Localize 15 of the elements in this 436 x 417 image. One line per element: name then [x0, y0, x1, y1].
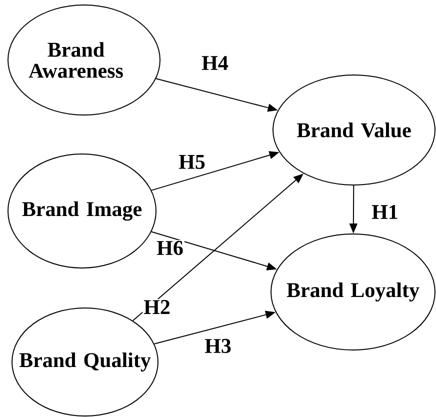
- construct-ellipse: [272, 74, 436, 186]
- construct-ellipse: [270, 234, 436, 350]
- construct-label: Brand Loyalty: [286, 282, 420, 302]
- construct-ellipse: [8, 154, 156, 268]
- construct-label: Brand Image: [22, 201, 142, 221]
- hypothesis-label: H4: [200, 55, 230, 71]
- hypothesis-label: H6: [156, 240, 184, 256]
- construct-ellipse: [8, 4, 160, 116]
- construct-label: Brand Quality: [19, 352, 151, 372]
- construct-label: Brand Awareness: [28, 42, 123, 78]
- hypothesis-label: H1: [370, 204, 400, 220]
- hypothesis-label: H5: [178, 154, 206, 170]
- hypothesis-label: H3: [204, 338, 232, 354]
- hypothesis-label: H2: [142, 299, 172, 315]
- construct-label: Brand Value: [296, 122, 411, 138]
